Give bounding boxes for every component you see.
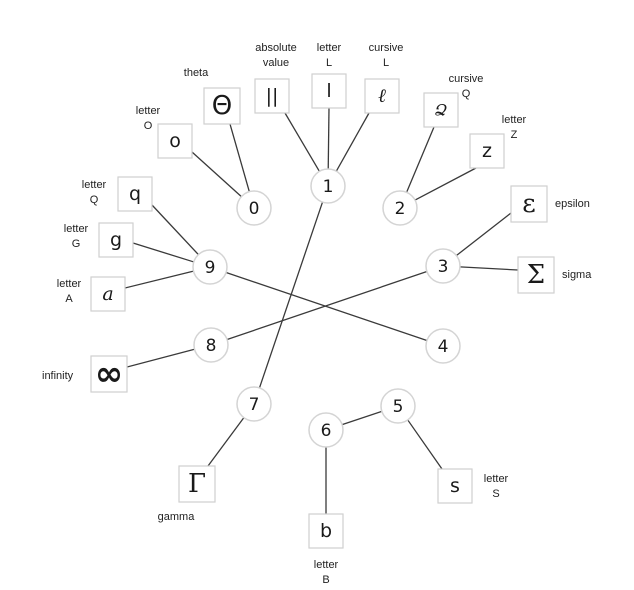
letter-o-glyph: o — [169, 130, 181, 152]
letter-z-label-line2: Z — [511, 129, 518, 141]
letter-q-glyph: q — [129, 183, 141, 205]
epsilon-label: epsilon — [555, 198, 590, 210]
symbol-letter-o: o letter O — [136, 105, 193, 159]
cursive-l-glyph: ℓ — [378, 85, 386, 107]
edge-n2-letterZ — [414, 167, 477, 201]
symbol-theta: Θ theta — [184, 67, 241, 125]
letter-b-label-line2: B — [322, 574, 329, 586]
theta-glyph: Θ — [212, 91, 232, 121]
cursive-q-label-line1: cursive — [449, 73, 484, 85]
letter-g-label-line2: G — [72, 238, 81, 250]
edge-n7-gamma — [207, 417, 245, 467]
edge-n9-letterA — [124, 270, 194, 289]
letter-a-glyph: a — [102, 283, 113, 305]
letter-l-label-line1: letter — [317, 42, 342, 54]
theta-label: theta — [184, 67, 209, 79]
node-3: 3 — [425, 248, 461, 284]
node-0-digit: 0 — [249, 199, 260, 219]
node-6: 6 — [308, 412, 344, 448]
symbol-infinity: ∞ infinity — [42, 354, 128, 394]
letter-s-label-line2: S — [492, 488, 499, 500]
symbol-gamma: Γ gamma — [158, 465, 216, 523]
edge-n9-letterG — [132, 242, 194, 263]
cursive-q-glyph: Ձ — [435, 101, 448, 120]
edge-n8-infinity — [126, 348, 195, 368]
letter-g-glyph: g — [110, 229, 122, 251]
letter-b-label-line1: letter — [314, 559, 339, 571]
node-4-digit: 4 — [438, 337, 449, 357]
node-5: 5 — [380, 388, 416, 424]
letter-b-glyph: b — [320, 520, 332, 542]
node-4: 4 — [425, 328, 461, 364]
symbol-letter-b: b letter B — [308, 513, 344, 586]
symbol-letter-a: a letter A — [57, 276, 126, 312]
infinity-glyph: ∞ — [95, 354, 123, 394]
letter-q-label-line2: Q — [90, 194, 99, 206]
edge-n1-cursiveL — [335, 112, 370, 172]
sigma-glyph: Σ — [527, 260, 545, 290]
node-3-digit: 3 — [438, 257, 449, 277]
absolute-value-label-line1: absolute — [255, 42, 297, 54]
edge-n3-sigma — [459, 266, 519, 271]
symbol-letter-q: q letter Q — [82, 176, 153, 212]
letter-z-glyph: z — [482, 140, 492, 162]
node-8-digit: 8 — [206, 336, 217, 356]
node-8: 8 — [193, 327, 229, 363]
edge-n0-theta — [229, 123, 250, 192]
edge-n5-n6 — [341, 410, 383, 426]
gamma-label: gamma — [158, 511, 196, 523]
edge-n1-abs — [284, 112, 320, 172]
edge-n9-n4 — [225, 271, 428, 342]
letter-s-glyph: s — [450, 475, 460, 497]
node-2: 2 — [382, 190, 418, 226]
node-6-digit: 6 — [321, 421, 332, 441]
cursive-l-label-line2: L — [383, 57, 389, 69]
letter-a-label-line1: letter — [57, 278, 82, 290]
letter-o-label-line2: O — [144, 120, 153, 132]
letter-o-label-line1: letter — [136, 105, 161, 117]
symbol-letter-l: l letter L — [311, 42, 347, 109]
symbol-cursive-q: Ձ cursive Q — [423, 73, 484, 128]
edge-n0-letterO — [191, 151, 242, 198]
letter-q-label-line1: letter — [82, 179, 107, 191]
symbol-sigma: Σ sigma — [517, 256, 592, 294]
symbol-letter-s: s letter S — [437, 468, 509, 504]
node-1: 1 — [310, 168, 346, 204]
node-0: 0 — [236, 190, 272, 226]
symbol-epsilon: ε epsilon — [510, 185, 590, 223]
epsilon-glyph: ε — [522, 189, 535, 219]
node-7-digit: 7 — [249, 395, 260, 415]
edge-layer — [124, 107, 519, 514]
node-9-digit: 9 — [205, 258, 216, 278]
sigma-label: sigma — [562, 269, 592, 281]
node-2-digit: 2 — [395, 199, 406, 219]
letter-s-label-line1: letter — [484, 473, 509, 485]
symbol-letter-g: g letter G — [64, 222, 134, 258]
absolute-value-glyph: || — [266, 85, 279, 107]
infinity-label: infinity — [42, 370, 74, 382]
cursive-l-label-line1: cursive — [369, 42, 404, 54]
edge-n2-cursiveQ — [405, 126, 435, 193]
letter-l-glyph: l — [326, 80, 331, 102]
symbol-letter-z: z letter Z — [469, 114, 527, 169]
letter-z-label-line1: letter — [502, 114, 527, 126]
node-5-digit: 5 — [393, 397, 404, 417]
letter-g-label-line1: letter — [64, 223, 89, 235]
edge-n3-n8 — [226, 270, 428, 341]
letter-l-label-line2: L — [326, 57, 332, 69]
absolute-value-label-line2: value — [263, 57, 289, 69]
node-1-digit: 1 — [323, 177, 334, 197]
edge-n9-letterQ — [151, 204, 199, 256]
letter-a-label-line2: A — [65, 293, 73, 305]
symbol-absolute-value: || absolute value — [254, 42, 297, 114]
gamma-glyph: Γ — [188, 469, 206, 499]
symbol-cursive-l: ℓ cursive L — [364, 42, 404, 114]
edge-n3-epsilon — [456, 212, 512, 257]
cursive-q-label-line2: Q — [462, 88, 471, 100]
node-9: 9 — [192, 249, 228, 285]
node-7: 7 — [236, 386, 272, 422]
edge-n5-letterS — [407, 419, 443, 470]
edge-n1-letterL — [327, 107, 330, 170]
